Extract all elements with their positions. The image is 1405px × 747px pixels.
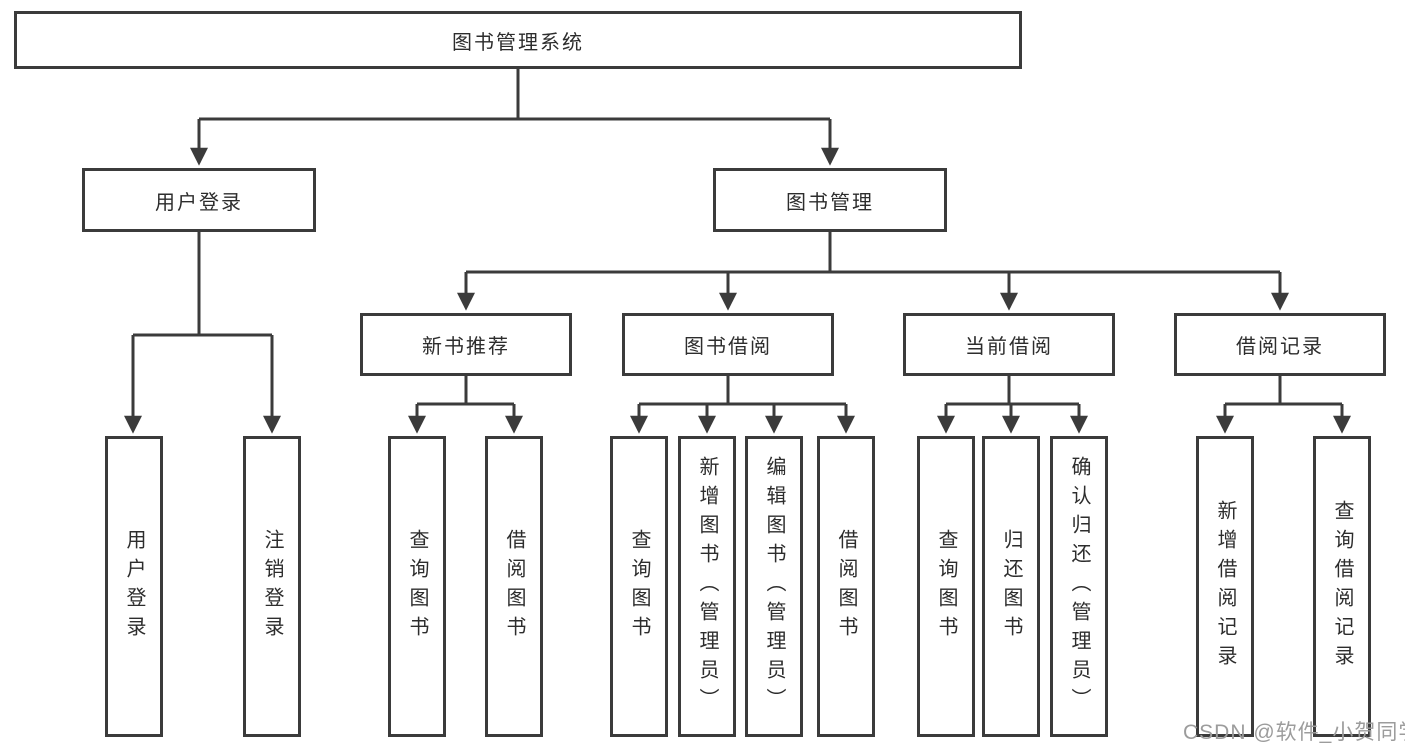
node-leaf-br-add-record: 新增借阅记录 (1196, 436, 1254, 737)
node-leaf-logout: 注销登录 (243, 436, 301, 737)
node-leaf-nb-borrow-books: 借阅图书 (485, 436, 543, 737)
connector-book-borrowing-branch (630, 376, 855, 434)
node-root-library-management-system: 图书管理系统 (14, 11, 1022, 69)
node-book-borrowing: 图书借阅 (622, 313, 834, 376)
node-leaf-cb-query-books: 查询图书 (917, 436, 975, 737)
connector-current-borrowing-branch (937, 376, 1088, 434)
node-book-management: 图书管理 (713, 168, 947, 232)
connector-new-book-branch (408, 376, 523, 434)
node-leaf-cb-return-books: 归还图书 (982, 436, 1040, 737)
node-user-login: 用户登录 (82, 168, 316, 232)
node-borrow-records: 借阅记录 (1174, 313, 1386, 376)
node-leaf-bb-add-books-admin: 新增图书（管理员） (678, 436, 736, 737)
node-current-borrowing: 当前借阅 (903, 313, 1115, 376)
node-leaf-user-login: 用户登录 (105, 436, 163, 737)
connector-root-to-level2 (190, 69, 839, 166)
connector-book-management-branch (457, 232, 1289, 311)
node-new-book-recommend: 新书推荐 (360, 313, 572, 376)
node-leaf-bb-query-books: 查询图书 (610, 436, 668, 737)
node-leaf-cb-confirm-return-admin: 确认归还（管理员） (1050, 436, 1108, 737)
node-leaf-bb-borrow-books: 借阅图书 (817, 436, 875, 737)
connector-borrow-records-branch (1216, 376, 1351, 434)
node-leaf-nb-query-books: 查询图书 (388, 436, 446, 737)
node-leaf-br-query-record: 查询借阅记录 (1313, 436, 1371, 737)
csdn-watermark: CSDN @软件_小贺同学 (1183, 721, 1405, 744)
node-leaf-bb-edit-books-admin: 编辑图书（管理员） (745, 436, 803, 737)
connector-user-login-branch (124, 232, 281, 434)
